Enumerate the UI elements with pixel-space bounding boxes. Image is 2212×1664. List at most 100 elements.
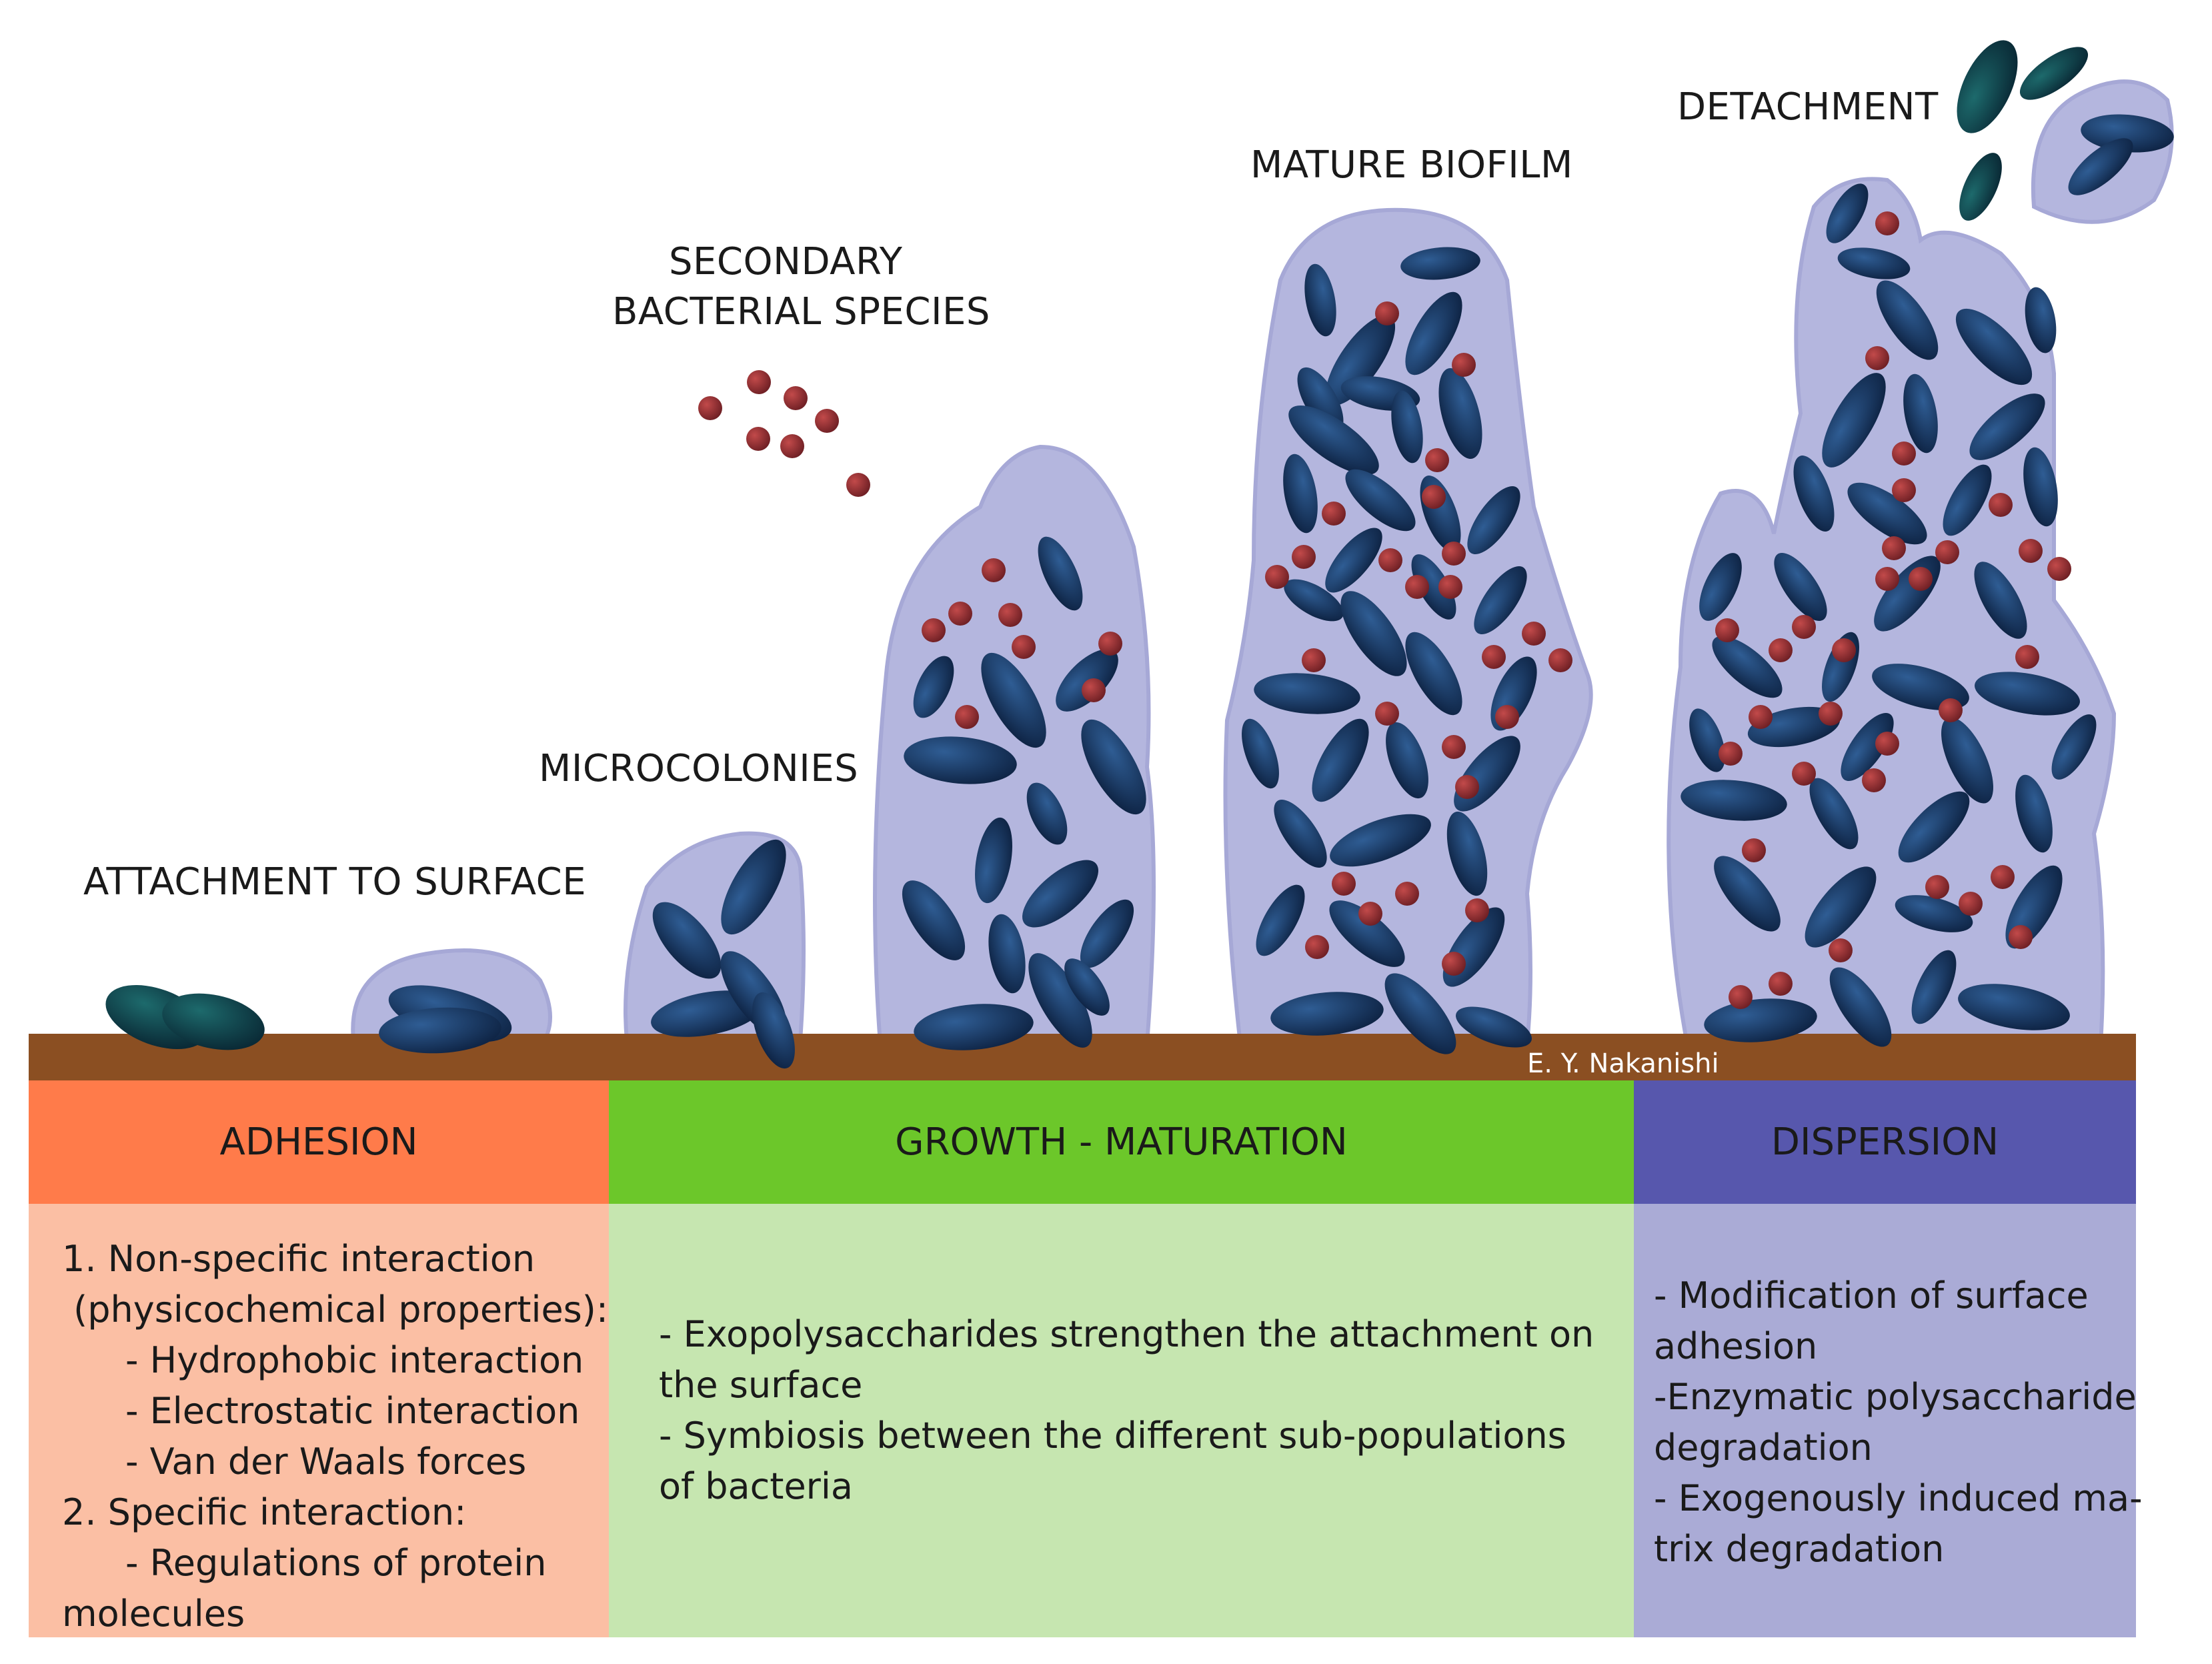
bacterium bbox=[1699, 553, 1742, 621]
bacterium bbox=[721, 839, 786, 935]
secondary-cell bbox=[1875, 567, 1899, 591]
secondary-cell bbox=[784, 386, 808, 410]
secondary-cell bbox=[1375, 301, 1399, 325]
secondary-cell bbox=[1909, 567, 1933, 591]
secondary-cell bbox=[1792, 615, 1816, 639]
secondary-cell bbox=[1769, 972, 1793, 996]
bacterium bbox=[1943, 464, 1992, 536]
bacterium bbox=[902, 880, 966, 960]
secondary-cell bbox=[1769, 638, 1793, 662]
bacterium bbox=[1847, 482, 1927, 545]
bacterium bbox=[1270, 992, 1384, 1036]
secondary-cell bbox=[1422, 485, 1446, 509]
secondary-cell bbox=[1875, 732, 1899, 756]
secondary-cell bbox=[698, 396, 722, 420]
bacterium bbox=[1841, 712, 1894, 782]
bacterium bbox=[1837, 247, 1911, 279]
bacterium bbox=[1714, 856, 1781, 932]
bacterium bbox=[1689, 708, 1725, 772]
secondary-cell bbox=[2009, 925, 2033, 949]
bacterium bbox=[2051, 714, 2097, 780]
bacterium bbox=[1474, 566, 1527, 635]
phase-body-dispersion: - Modification of surface adhesion -Enzy… bbox=[1634, 1204, 2143, 1637]
secondary-cell bbox=[780, 434, 804, 458]
bacterium bbox=[975, 817, 1012, 904]
dispersion-line: -Enzymatic polysaccharide bbox=[1654, 1376, 2137, 1418]
mature-bacteria bbox=[1242, 247, 1537, 1054]
secondary-cell bbox=[1729, 985, 1753, 1009]
bacterium bbox=[1411, 554, 1456, 620]
label-secondary-line1: SECONDARY bbox=[669, 240, 903, 283]
secondary-cell bbox=[746, 427, 770, 451]
bacterium bbox=[914, 1004, 1034, 1050]
secondary-cell bbox=[1358, 902, 1382, 926]
secondary-cell bbox=[1749, 705, 1773, 729]
bacterium bbox=[1467, 486, 1520, 555]
growth-line: - Exopolysaccharides strengthen the atta… bbox=[659, 1313, 1594, 1355]
secondary-cell bbox=[1819, 702, 1843, 726]
bacterium bbox=[1064, 958, 1110, 1016]
bacterium bbox=[1284, 579, 1344, 622]
bacterium bbox=[2081, 114, 2174, 153]
bacterium bbox=[379, 1007, 501, 1054]
growth-bacteria bbox=[902, 536, 1146, 1050]
secondary-cell bbox=[1395, 882, 1419, 906]
bacterium bbox=[652, 902, 722, 979]
adhesion-line: (physicochemical properties): bbox=[62, 1289, 609, 1331]
secondary-cell bbox=[1959, 892, 1983, 916]
bacterium bbox=[1829, 967, 1892, 1047]
bacterium bbox=[1955, 308, 2033, 385]
secondary-cell bbox=[1935, 540, 1959, 564]
secondary-cell bbox=[1442, 952, 1466, 976]
bacterium bbox=[1274, 799, 1327, 868]
phase-body-adhesion: 1. Non-specific interaction (physicochem… bbox=[29, 1204, 609, 1637]
bacterium bbox=[1809, 778, 1859, 850]
secondary-cell bbox=[1082, 678, 1106, 702]
secondary-cell bbox=[955, 705, 979, 729]
adhesion-line: 2. Specific interaction: bbox=[62, 1491, 467, 1533]
phase-title-growth: GROWTH - MATURATION bbox=[895, 1120, 1348, 1164]
secondary-cell bbox=[2047, 557, 2071, 581]
bacterium bbox=[1959, 153, 2002, 221]
bacterium bbox=[981, 652, 1046, 748]
bacterium bbox=[988, 914, 1026, 994]
bacterium bbox=[1456, 1006, 1532, 1048]
dispersion-line: degradation bbox=[1654, 1427, 1873, 1469]
detached-bacteria bbox=[1957, 40, 2174, 221]
adhesion-line: - Electrostatic interaction bbox=[125, 1390, 580, 1432]
dispersion-line: - Modification of surface bbox=[1654, 1275, 2089, 1317]
secondary-cell bbox=[1375, 702, 1399, 726]
bacterium bbox=[913, 656, 954, 718]
secondary-cell bbox=[1875, 211, 1899, 235]
secondary-cell bbox=[948, 602, 972, 626]
secondary-cell bbox=[1792, 762, 1816, 786]
secondary-cell bbox=[998, 603, 1022, 627]
label-attachment: ATTACHMENT TO SURFACE bbox=[83, 860, 587, 904]
bacterium bbox=[1022, 860, 1098, 928]
secondary-cell bbox=[1482, 645, 1506, 669]
secondary-cell bbox=[1862, 768, 1886, 792]
bacterium bbox=[1704, 998, 1817, 1042]
bacterium bbox=[1028, 953, 1092, 1048]
bacterium bbox=[651, 990, 763, 1037]
bacterium bbox=[1283, 454, 1318, 534]
adhesion-line: molecules bbox=[62, 1593, 245, 1635]
phase-title-adhesion: ADHESION bbox=[219, 1120, 418, 1164]
bacterium bbox=[1958, 984, 2070, 1030]
secondary-cell bbox=[1832, 638, 1856, 662]
bacterium bbox=[1805, 866, 1877, 948]
secondary-cell bbox=[747, 370, 771, 394]
secondary-cell bbox=[1719, 742, 1743, 766]
secondary-cell bbox=[1991, 865, 2015, 889]
bacterium bbox=[1304, 263, 1336, 337]
secondary-cell bbox=[1405, 575, 1429, 599]
bacterium bbox=[1872, 664, 1969, 710]
bacterium bbox=[1957, 40, 2018, 133]
adhesion-line: 1. Non-specific interaction bbox=[62, 1238, 535, 1280]
bacterium bbox=[1895, 895, 1973, 932]
label-mature: MATURE BIOFILM bbox=[1250, 143, 1573, 187]
secondary-cell bbox=[1265, 565, 1289, 589]
secondary-cell bbox=[1865, 346, 1889, 370]
adhesion-line: - Hydrophobic interaction bbox=[125, 1339, 584, 1381]
growth-line: the surface bbox=[659, 1364, 863, 1406]
